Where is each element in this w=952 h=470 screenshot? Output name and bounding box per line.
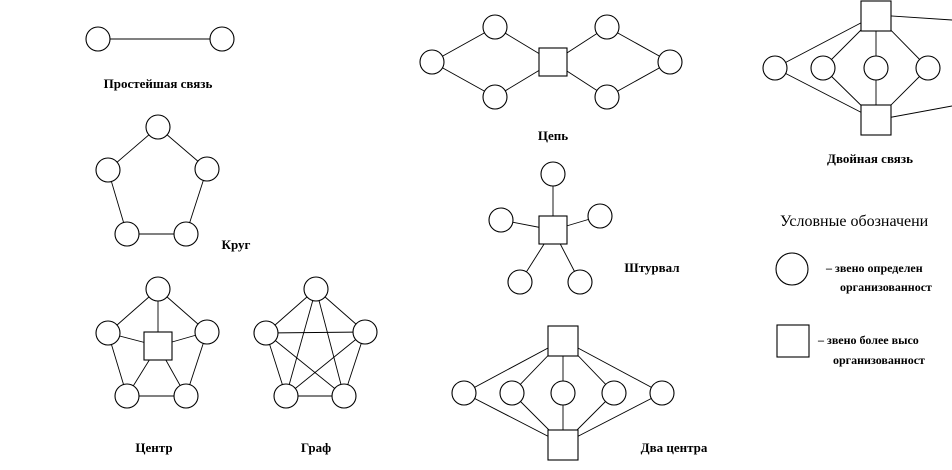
node-square — [538, 47, 568, 77]
node-circle — [594, 84, 620, 110]
node-circle — [95, 157, 121, 183]
node-circle — [173, 383, 199, 409]
legend-title: Условные обозначени — [780, 213, 929, 230]
edge — [285, 288, 317, 397]
legend-square-symbol — [776, 324, 810, 358]
caption-chain: Цепь — [538, 128, 568, 143]
legend-square-text-line1: – звено более высо — [817, 333, 919, 347]
node-circle — [145, 276, 171, 302]
node-circle — [273, 383, 299, 409]
node-circle — [540, 161, 566, 187]
node-circle — [173, 221, 199, 247]
caption-double-link: Двойная связь — [827, 151, 913, 166]
node-circle — [145, 114, 171, 140]
legend-circle-symbol — [775, 252, 809, 286]
node-circle — [303, 276, 329, 302]
two-centers-diagram: Два центра — [451, 325, 708, 461]
node-square — [860, 104, 892, 136]
node-square — [860, 0, 892, 32]
node-circle — [95, 320, 121, 346]
edge — [265, 332, 345, 397]
node-circle — [810, 55, 836, 81]
caption-center: Центр — [135, 440, 172, 455]
legend-circle-text-line1: – звено определен — [825, 261, 923, 275]
node-circle — [601, 380, 627, 406]
node-circle — [194, 156, 220, 182]
caption-simple-link: Простейшая связь — [104, 76, 213, 91]
node-circle — [594, 14, 620, 40]
graph-diagram: Граф — [253, 276, 378, 455]
wheel-diagram: Штурвал — [488, 161, 680, 295]
caption-two-centers: Два центра — [641, 440, 708, 455]
node-circle — [587, 203, 613, 229]
node-circle — [209, 26, 235, 52]
node-circle — [657, 49, 683, 75]
legend-circle-text-line2: организованност — [840, 280, 932, 294]
node-circle — [85, 26, 111, 52]
node-square — [547, 325, 579, 357]
node-circle — [114, 221, 140, 247]
legend: Условные обозначени – звено определен ор… — [775, 213, 932, 367]
edge — [774, 67, 877, 121]
node-circle — [488, 207, 514, 233]
node-square — [538, 215, 568, 245]
node-circle — [451, 380, 477, 406]
node-circle — [114, 383, 140, 409]
node-circle — [915, 55, 941, 81]
caption-graph: Граф — [301, 440, 331, 455]
edge — [562, 339, 663, 394]
node-circle — [762, 55, 788, 81]
node-circle — [352, 319, 378, 345]
node-circle — [482, 84, 508, 110]
caption-circle: Круг — [222, 237, 251, 252]
edge — [463, 392, 564, 445]
caption-wheel: Штурвал — [624, 260, 679, 275]
center-diagram: Центр — [95, 276, 220, 455]
edge — [265, 331, 366, 334]
edge — [562, 392, 663, 445]
node-circle — [482, 14, 508, 40]
node-circle — [507, 269, 533, 295]
node-circle — [419, 49, 445, 75]
edge — [315, 288, 345, 397]
edge — [285, 331, 366, 397]
node-circle — [550, 380, 576, 406]
node-circle — [863, 55, 889, 81]
edge — [774, 14, 877, 69]
chain-diagram: Цепь — [419, 14, 683, 143]
node-square — [547, 429, 579, 461]
circle-diagram: Круг — [95, 114, 251, 252]
node-circle — [331, 383, 357, 409]
node-circle — [649, 380, 675, 406]
node-circle — [253, 320, 279, 346]
simple-link-diagram: Простейшая связь — [85, 26, 235, 91]
edge — [463, 339, 564, 394]
double-link-diagram: Двойная связь — [762, 0, 952, 166]
legend-square-text-line2: организованност — [833, 353, 925, 367]
node-circle — [499, 380, 525, 406]
node-circle — [194, 319, 220, 345]
node-square — [143, 331, 173, 361]
node-circle — [567, 269, 593, 295]
